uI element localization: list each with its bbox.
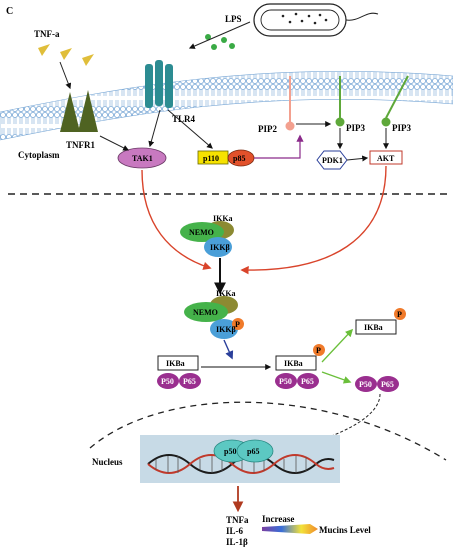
tnf-a-label: TNF-a	[34, 29, 60, 39]
tnfr1-receptor	[60, 90, 98, 132]
output-tnfa-label: TNFa	[226, 515, 249, 525]
pip3-label-b: PIP3	[392, 123, 411, 133]
ikba-phospho-node-3	[394, 308, 406, 320]
p65-dna-label: p65	[247, 447, 259, 456]
nuclear-membrane	[89, 401, 447, 461]
increase-label: Increase	[262, 514, 294, 524]
p50-node-2	[275, 373, 297, 389]
increase-gradient-arrow	[262, 524, 318, 534]
nemo-label-1: NEMO	[189, 228, 214, 237]
nucleus-label: Nucleus	[92, 457, 123, 467]
pip3-head-b	[381, 117, 391, 127]
ikkb-label-2: IKKβ	[216, 325, 236, 334]
ikba-box-1	[157, 355, 199, 371]
tnf-a-ligands	[38, 44, 94, 66]
tak1-label: TAK1	[132, 154, 153, 163]
akt-to-ikk-arrow	[240, 165, 387, 275]
tak1-node	[117, 147, 167, 169]
tlr4-label: TLR4	[172, 114, 196, 124]
lps-particles	[205, 34, 235, 50]
pip3-head-a	[335, 117, 345, 127]
ikba-phospho-label-2: P	[316, 346, 321, 355]
pip2-label: PIP2	[258, 124, 277, 134]
tnfr1-label: TNFR1	[66, 140, 95, 150]
nfkb-release-arrow	[321, 371, 352, 384]
ikk-complex-inactive	[180, 221, 234, 257]
tnfr1-to-tak1-arrow	[99, 135, 130, 151]
ikka-label-2: IKKa	[216, 289, 236, 298]
p65-node-2	[297, 373, 319, 389]
lps-label: LPS	[225, 14, 242, 24]
pip2-head	[285, 121, 295, 131]
p50-node-1	[157, 373, 179, 389]
bacterium-icon	[253, 3, 379, 37]
p50-label-1: P50	[161, 377, 174, 386]
ikba-label-1: IKBa	[166, 359, 185, 368]
ikba-box-2	[275, 355, 317, 371]
nemo-label-2: NEMO	[193, 308, 218, 317]
tak1-to-ikk-arrow	[141, 169, 212, 270]
cytoplasm-label: Cytoplasm	[18, 150, 60, 160]
mucins-level-label: Mucins Level	[319, 525, 371, 535]
p85-label: p85	[233, 154, 245, 163]
p65-node-1	[179, 373, 201, 389]
pi3k-to-pip2-arrow	[254, 134, 304, 159]
p50-node-3	[355, 376, 377, 392]
akt-label: AKT	[377, 154, 395, 163]
tnf-to-tnfr1-arrow	[59, 61, 72, 90]
output-il6-label: IL-6	[226, 526, 244, 536]
ikba-phospho-node-2	[313, 344, 325, 356]
nfkb-translocation-arrow	[300, 393, 381, 448]
p65-label-1: P65	[183, 377, 196, 386]
lps-to-tlr4-arrow	[188, 21, 251, 49]
ikk-complex-active	[184, 296, 244, 339]
pip3-stalk-b	[385, 75, 409, 119]
p50-label-2: P50	[279, 377, 292, 386]
ikba-label-2: IKBa	[284, 359, 303, 368]
akt-box	[369, 150, 403, 165]
pdk1-label: PDK1	[322, 156, 343, 165]
p50-label-3: P50	[359, 380, 372, 389]
ikk-phospho-label: P	[235, 320, 240, 329]
ikba-box-3	[355, 319, 397, 335]
ikk-to-ikba-arrow	[223, 339, 234, 360]
tlr4-to-pi3k-arrow	[167, 109, 213, 149]
p50-dna-label: p50	[224, 447, 236, 456]
panel-label: C	[6, 6, 13, 17]
p110-label: p110	[203, 154, 219, 163]
tlr4-receptor	[145, 60, 173, 108]
p65-label-3: P65	[381, 380, 394, 389]
pip3-label-a: PIP3	[346, 123, 365, 133]
p65-dna-node	[236, 439, 274, 463]
output-il1b-label: IL-1β	[226, 537, 248, 547]
ikkb-label-1: IKKβ	[210, 243, 230, 252]
p65-label-2: P65	[301, 377, 314, 386]
pdk1-to-akt-arrow	[346, 155, 369, 162]
tlr4-to-tak1-arrow	[148, 109, 161, 148]
ikba-phospho-label-3: P	[397, 310, 402, 319]
p65-node-3	[377, 376, 399, 392]
ikba-label-3: IKBa	[364, 323, 383, 332]
ikba-release-arrow	[321, 328, 354, 363]
ikka-label-1: IKKa	[213, 214, 233, 223]
